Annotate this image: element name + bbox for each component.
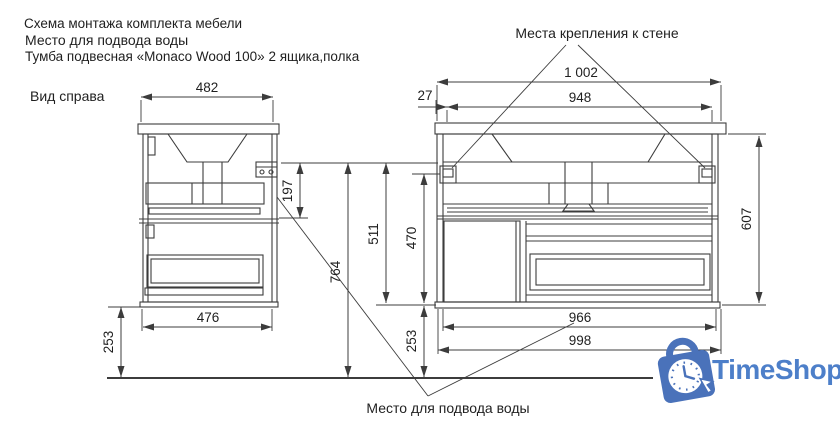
- dim-side-bracket-offset: 197: [280, 180, 295, 203]
- dim-front-side-height: 607: [739, 208, 754, 231]
- water-supply-leader-left: [276, 196, 429, 397]
- header-line-3: Тумба подвесная «Monaco Wood 100» 2 ящик…: [25, 49, 360, 64]
- dim-front-countertop-width: 1 002: [564, 65, 598, 80]
- dim-front-inner-height: 511: [366, 223, 381, 245]
- dim-front-cabinet-width: 998: [569, 333, 592, 348]
- front-view-cabinet: [434, 122, 727, 309]
- side-view-cabinet: [137, 123, 280, 308]
- side-basin: [167, 133, 248, 163]
- front-countertop: [434, 122, 727, 135]
- wall-mount-leader-left: [451, 44, 567, 169]
- front-left-bracket: [439, 165, 457, 184]
- header-line-2: Место для подвода воды: [25, 32, 188, 48]
- dimension-lines: [117, 78, 763, 377]
- header-line-1: Схема монтажа комплекта мебели: [24, 16, 242, 31]
- dim-front-mount-span: 948: [569, 90, 592, 105]
- annotations: Схема монтажа комплекта мебели Место для…: [24, 16, 754, 416]
- side-cabinet-body: [142, 133, 278, 303]
- side-cabinet-bottom: [139, 301, 279, 308]
- wall-mount-label: Места крепления к стене: [515, 25, 679, 41]
- dim-front-drawer-section-height: 470: [404, 227, 419, 250]
- dim-side-total-height: 764: [328, 260, 343, 283]
- dim-side-top-width: 482: [196, 80, 219, 95]
- dim-front-mount-edge-offset: 27: [417, 88, 432, 103]
- front-right-bracket: [698, 165, 716, 184]
- dim-side-floor-clearance: 253: [101, 331, 116, 354]
- front-cabinet-body: [436, 133, 719, 303]
- leader-lines: [276, 44, 706, 397]
- timeshop-logo-text: TimeShop: [712, 354, 840, 385]
- side-upper-drawer: [145, 182, 265, 205]
- front-cabinet-bottom: [434, 301, 721, 309]
- dim-front-floor-clearance: 253: [404, 330, 419, 353]
- wall-mount-leader-right: [577, 44, 706, 169]
- timeshop-bag-clock-icon: [657, 337, 716, 404]
- side-wall-bracket: [255, 161, 278, 178]
- front-shelf-compartment: [443, 220, 521, 303]
- water-supply-leader-right: [427, 322, 575, 397]
- dim-front-bottom-inner-width: 966: [569, 310, 592, 325]
- timeshop-logo: TimeShop: [657, 337, 840, 404]
- side-countertop: [137, 123, 280, 135]
- front-basin: [491, 133, 666, 163]
- side-view-label: Вид справа: [30, 88, 105, 104]
- front-drain-flare: [561, 203, 596, 212]
- water-supply-label: Место для подвода воды: [366, 400, 529, 416]
- dim-side-bottom-width: 476: [197, 310, 220, 325]
- side-lower-drawer: [146, 254, 264, 288]
- linework: [107, 44, 766, 397]
- front-drawer: [529, 253, 711, 291]
